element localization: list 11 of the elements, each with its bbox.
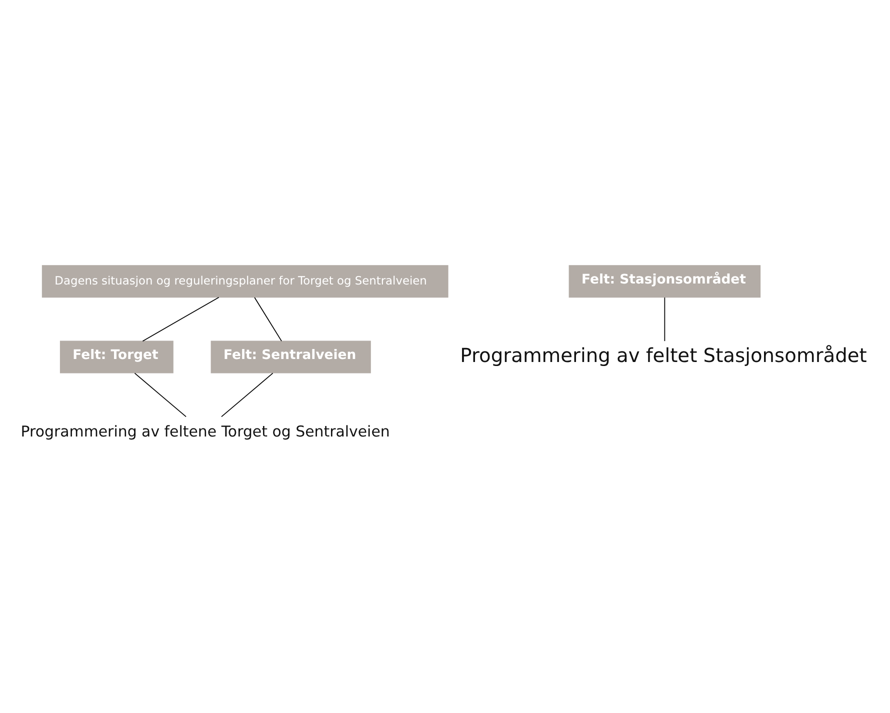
node-box: Dagens situasjon og reguleringsplaner for Torget og Sentralveien xyxy=(42,264,448,298)
node-box: Felt: Torget xyxy=(60,340,174,373)
connector xyxy=(254,296,282,342)
connector xyxy=(134,372,186,417)
connector xyxy=(221,372,274,417)
node-text: Programmering av feltene Torget og Sentralveien xyxy=(20,422,390,440)
node-box: Felt: Stasjonsområdet xyxy=(568,264,761,298)
node-text: Programmering av feltet Stasjonsområdet xyxy=(460,343,867,366)
node-box: Felt: Sentralveien xyxy=(210,340,371,373)
connector xyxy=(142,296,220,342)
connector xyxy=(664,296,666,342)
